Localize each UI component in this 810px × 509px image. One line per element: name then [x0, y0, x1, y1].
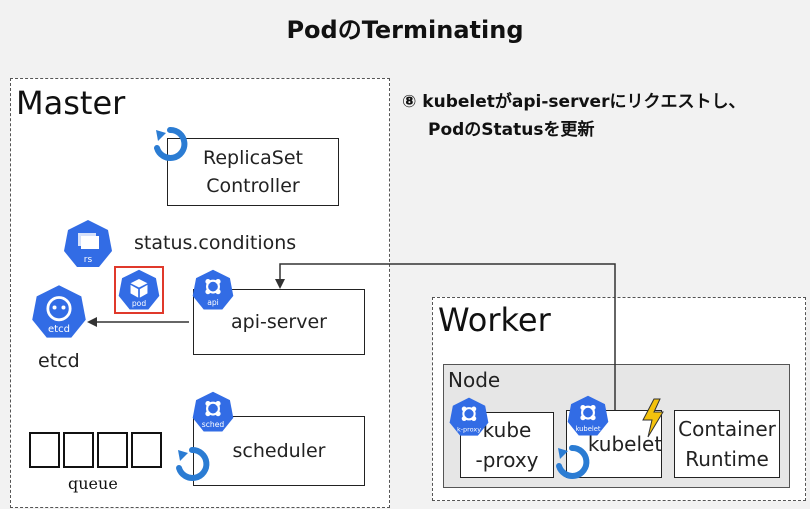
etcd-label: etcd — [38, 350, 80, 372]
replicaset-controller-box: ReplicaSet Controller — [167, 138, 339, 206]
worker-label: Worker — [438, 301, 551, 339]
kproxy-icon-text: k-proxy — [457, 426, 481, 434]
etcd-icon: etcd — [30, 283, 88, 341]
api-server-box: api-server — [193, 289, 365, 355]
api-icon: api — [191, 268, 235, 312]
refresh-icon — [172, 444, 212, 488]
kube-proxy-line2: -proxy — [475, 448, 539, 472]
step-note-line2: PodのStatusを更新 — [428, 120, 595, 140]
scheduler-label: scheduler — [232, 439, 326, 462]
pod-highlight-frame — [114, 266, 164, 314]
queue-slot — [29, 432, 60, 468]
kube-proxy-box: kube -proxy — [460, 412, 554, 478]
refresh-icon — [150, 124, 190, 168]
page-title: PodのTerminating — [286, 16, 524, 44]
api-to-etcd-arrow — [87, 317, 189, 327]
kubelet-icon-text: kubelet — [575, 425, 600, 433]
container-runtime-box: Container Runtime — [674, 410, 780, 478]
pod-icon-text: pod — [132, 299, 146, 308]
status-conditions-label: status.conditions — [134, 232, 297, 254]
queue-slot — [131, 432, 162, 468]
container-runtime-line2: Runtime — [685, 447, 769, 471]
replicaset-line2: Controller — [206, 175, 300, 197]
node-label: Node — [448, 368, 501, 392]
kubelet-label: kubelet — [587, 432, 663, 456]
kproxy-icon: k-proxy — [448, 396, 490, 438]
queue-slot — [97, 432, 128, 468]
etcd-icon-text: etcd — [48, 324, 70, 335]
queue-label: queue — [68, 474, 118, 493]
api-icon-text: api — [207, 298, 219, 307]
kube-proxy-line1: kube — [482, 418, 532, 442]
step-note: ⑧ kubeletがapi-serverにリクエストし、 PodのStatusを… — [402, 88, 745, 144]
queue — [29, 432, 163, 468]
rs-icon-text: rs — [84, 255, 93, 265]
api-server-label: api-server — [231, 310, 327, 333]
queue-slot — [63, 432, 94, 468]
master-label: Master — [16, 84, 126, 122]
refresh-icon — [552, 442, 592, 486]
pod-icon: pod — [117, 268, 161, 312]
rs-icon: rs — [62, 218, 114, 270]
lightning-icon — [640, 398, 666, 442]
step-note-line1: ⑧ kubeletがapi-serverにリクエストし、 — [402, 92, 746, 112]
replicaset-line1: ReplicaSet — [203, 146, 303, 169]
sched-icon: sched — [191, 390, 235, 434]
sched-icon-text: sched — [202, 420, 225, 429]
kubelet-to-api-arrow — [275, 263, 616, 410]
kubelet-icon: kubelet — [566, 394, 610, 438]
container-runtime-line1: Container — [678, 417, 776, 441]
